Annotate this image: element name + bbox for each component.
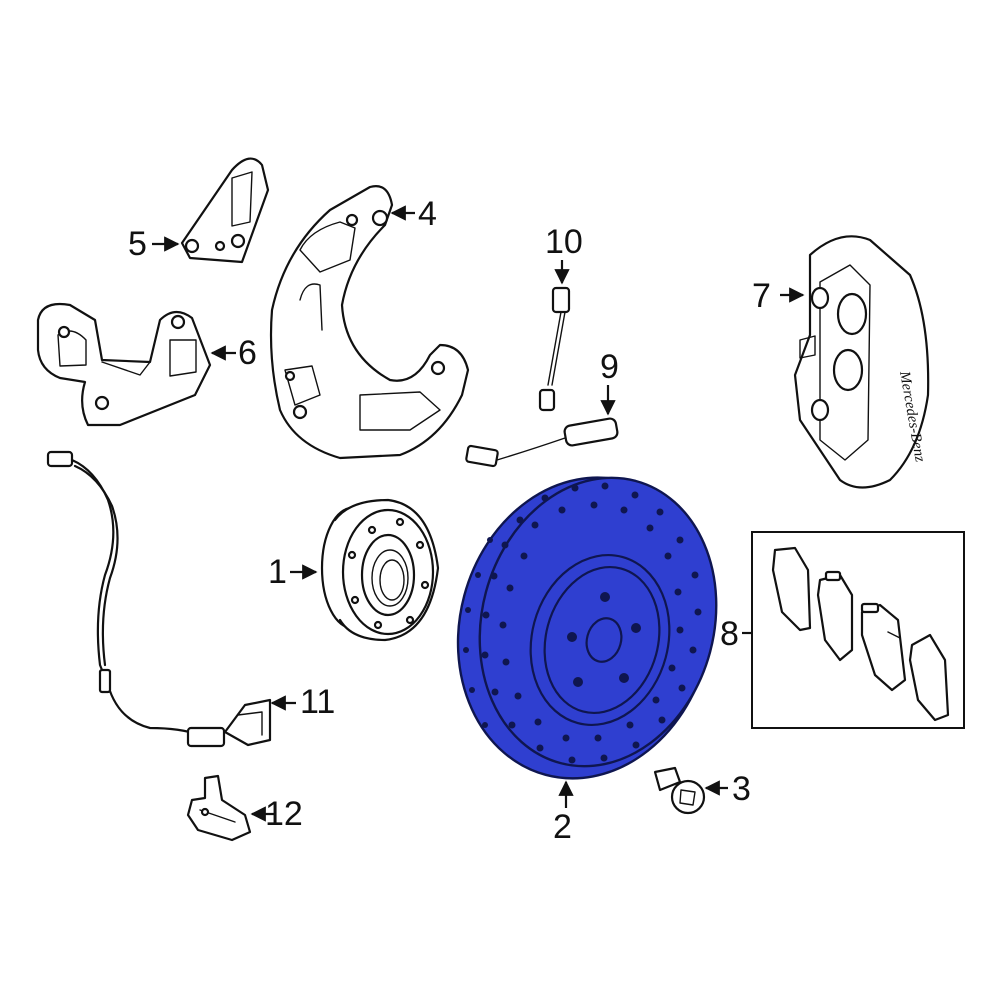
callout-2: 2 bbox=[553, 780, 574, 846]
callout-label-1: 1 bbox=[268, 553, 287, 591]
callout-7: 7 bbox=[752, 277, 805, 315]
callout-1: 1 bbox=[268, 553, 318, 591]
wear-sensor-front-part[interactable] bbox=[538, 286, 571, 412]
lower-bracket-part[interactable] bbox=[36, 302, 212, 427]
sensor-bracket-part[interactable] bbox=[186, 774, 252, 842]
rotor-bolt-part[interactable] bbox=[653, 766, 706, 815]
callout-6: 6 bbox=[210, 334, 257, 372]
brake-pads-part[interactable] bbox=[771, 546, 950, 722]
callout-label-7: 7 bbox=[752, 277, 771, 315]
callout-label-3: 3 bbox=[732, 770, 751, 808]
callout-10: 10 bbox=[545, 223, 583, 285]
splash-shield-part[interactable] bbox=[269, 185, 470, 460]
callout-8: 8 bbox=[720, 615, 752, 653]
rotor-vent-holes bbox=[463, 482, 702, 764]
callout-label-2: 2 bbox=[553, 808, 572, 846]
wear-sensor-rear-part[interactable] bbox=[465, 417, 619, 468]
callout-label-5: 5 bbox=[128, 225, 147, 263]
callout-label-11: 11 bbox=[300, 683, 335, 721]
callout-label-6: 6 bbox=[238, 334, 257, 372]
callout-11: 11 bbox=[270, 683, 335, 721]
callout-label-4: 4 bbox=[418, 195, 437, 233]
callout-4: 4 bbox=[390, 195, 437, 233]
callout-12: 12 bbox=[250, 795, 303, 833]
callout-9: 9 bbox=[600, 348, 619, 416]
callout-label-9: 9 bbox=[600, 348, 619, 386]
brake-rotor-part[interactable] bbox=[425, 449, 748, 807]
callout-label-8: 8 bbox=[720, 615, 739, 653]
wheel-hub-part[interactable] bbox=[320, 498, 440, 642]
callout-5: 5 bbox=[128, 225, 180, 263]
caliper-part[interactable]: Mercedes-Benz bbox=[793, 235, 930, 489]
callout-3: 3 bbox=[704, 770, 751, 808]
callout-label-10: 10 bbox=[545, 223, 583, 261]
upper-bracket-part[interactable] bbox=[180, 157, 270, 264]
brake-pads-box bbox=[751, 531, 965, 729]
abs-sensor-part[interactable] bbox=[46, 450, 272, 748]
